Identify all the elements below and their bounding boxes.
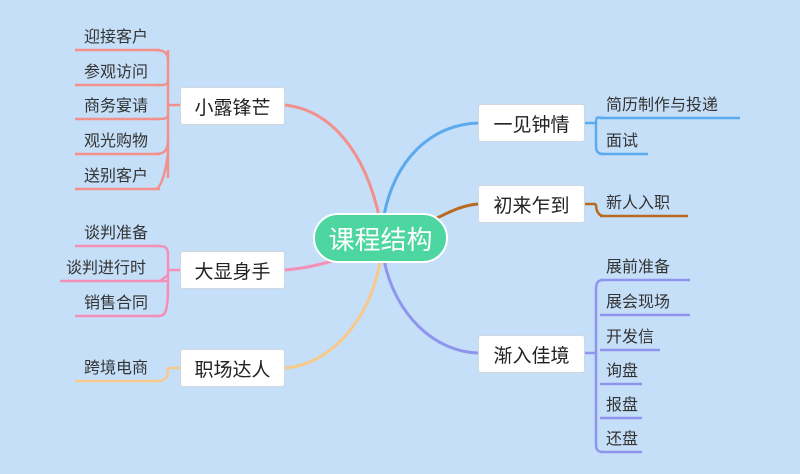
leaf-xiaolu-3[interactable]: 商务宴请: [84, 96, 149, 115]
leaf-xiaolu-2[interactable]: 参观访问: [84, 62, 149, 81]
leaf-jianru-5[interactable]: 报盘: [606, 395, 639, 414]
connector-xiaolu: [284, 103, 382, 221]
leaf-daxian-1[interactable]: 谈判准备: [84, 223, 149, 242]
leaf-jianru-2[interactable]: 展会现场: [606, 292, 671, 311]
branch-chulai[interactable]: 初来乍到: [478, 185, 585, 223]
connector-zhichang: [284, 261, 382, 370]
leaf-jianru-4[interactable]: 询盘: [606, 361, 639, 380]
branch-jianru[interactable]: 渐入佳境: [478, 335, 585, 373]
leaf-jianru-6[interactable]: 还盘: [606, 429, 639, 448]
leaf-yijian-1[interactable]: 简历制作与投递: [606, 95, 719, 114]
leaf-jianru-3[interactable]: 开发信: [606, 327, 655, 346]
center-node[interactable]: 课程结构: [313, 213, 448, 263]
leaf-jianru-1[interactable]: 展前准备: [606, 257, 671, 276]
leaf-xiaolu-5[interactable]: 送别客户: [84, 166, 149, 185]
branch-zhichang[interactable]: 职场达人: [180, 349, 285, 387]
leaf-xiaolu-4[interactable]: 观光购物: [84, 131, 149, 150]
leaf-daxian-3[interactable]: 销售合同: [84, 293, 149, 312]
leaf-xiaolu-1[interactable]: 迎接客户: [84, 27, 149, 46]
branch-xiaolu[interactable]: 小露锋芒: [180, 87, 285, 125]
leaf-zhichang-1[interactable]: 跨境电商: [84, 358, 149, 377]
leaf-yijian-2[interactable]: 面试: [606, 131, 639, 150]
branch-yijian[interactable]: 一见钟情: [478, 104, 585, 142]
branch-daxian[interactable]: 大显身手: [180, 251, 285, 289]
connector-jianru: [382, 259, 479, 355]
connector-yijian: [382, 121, 479, 216]
leaf-daxian-2[interactable]: 谈判进行时: [66, 258, 147, 277]
leaf-chulai-1[interactable]: 新人入职: [606, 193, 671, 212]
